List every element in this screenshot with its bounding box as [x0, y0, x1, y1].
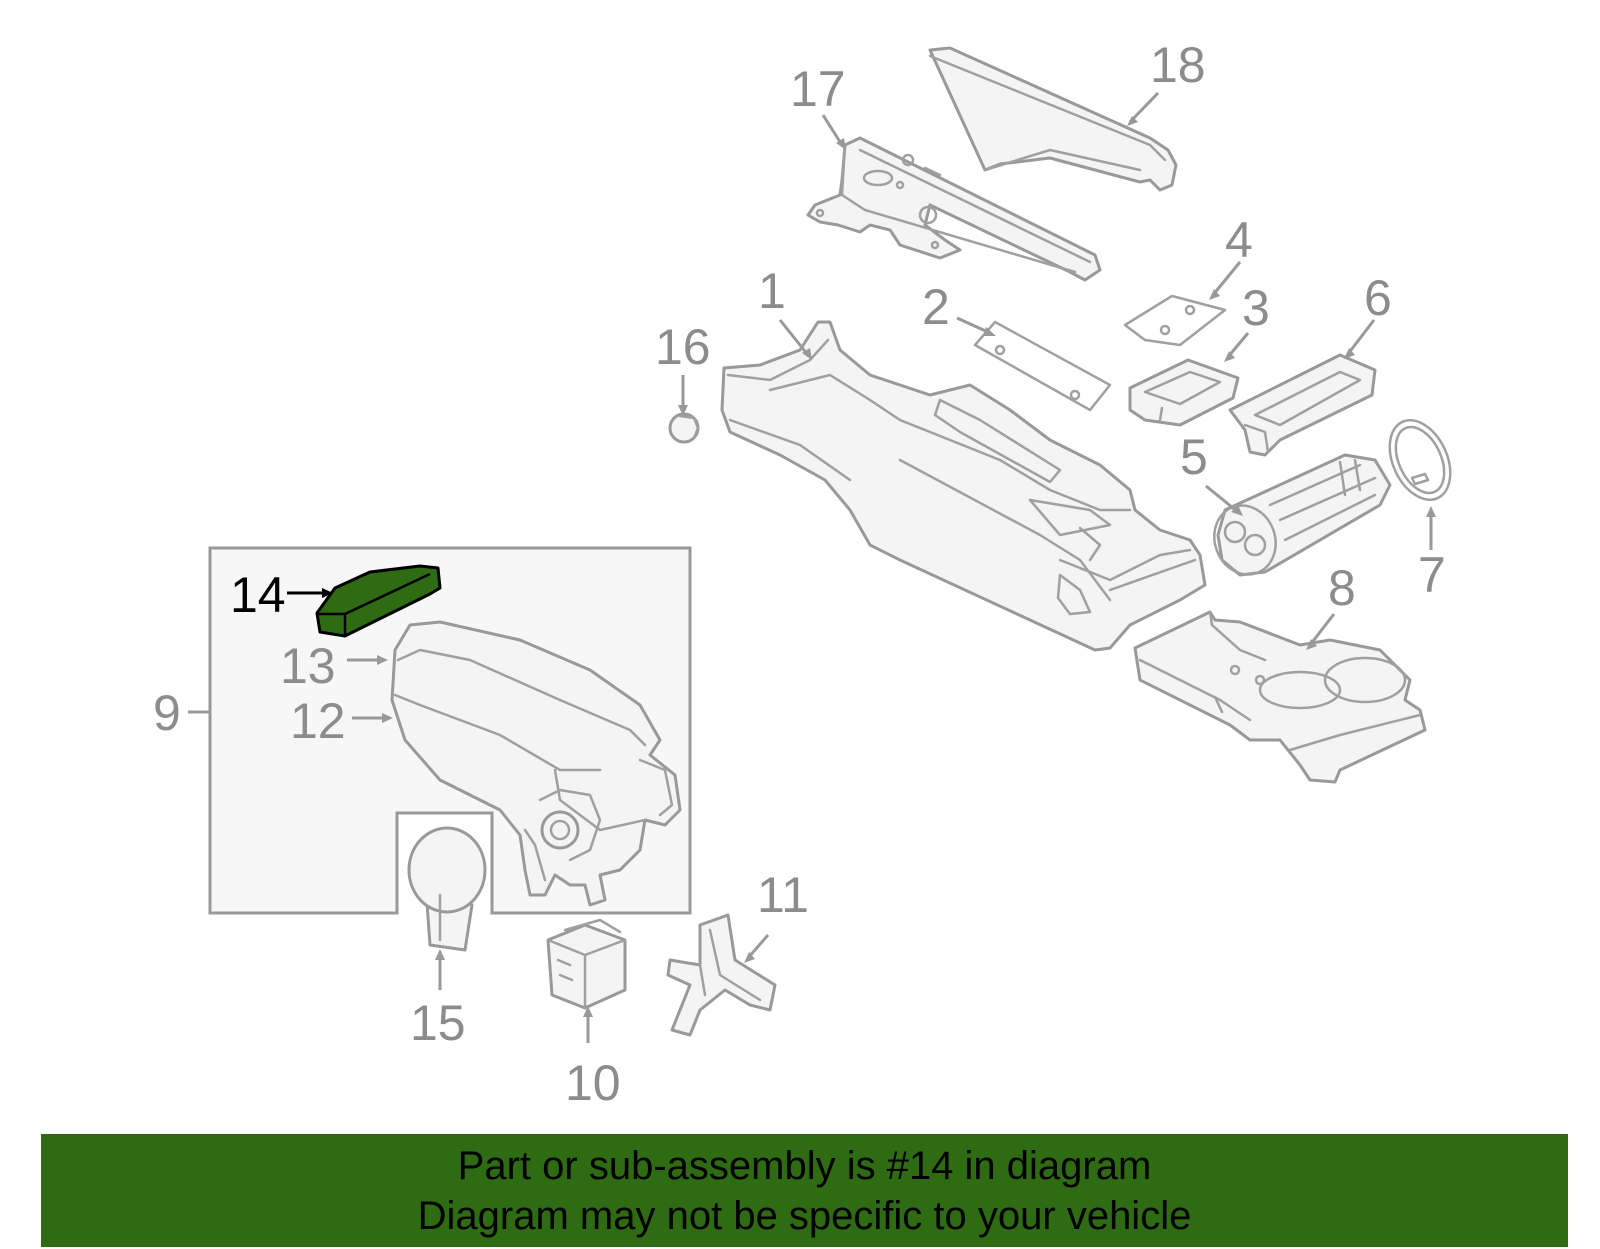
- callout-7: 7: [1418, 547, 1446, 603]
- part-6-storage-bin[interactable]: [1228, 353, 1377, 457]
- callout-labels: 18 17 4 3 6 2 1 16 5 7 8 11 10 15 13 12 …: [153, 37, 1446, 1111]
- part-7-ring[interactable]: [1378, 411, 1462, 510]
- part-14-armrest-insert[interactable]: [315, 564, 442, 638]
- part-10-holder[interactable]: [546, 918, 627, 1010]
- part-8-lower-carrier[interactable]: [1133, 610, 1427, 784]
- parts-diagram: 18 17 4 3 6 2 1 16 5 7 8 11 10 15 13 12 …: [153, 37, 1462, 1111]
- callout-8: 8: [1328, 560, 1356, 616]
- callout-16: 16: [655, 319, 711, 375]
- callout-10: 10: [565, 1055, 621, 1111]
- part-15-knob[interactable]: [407, 826, 487, 952]
- banner-line-part-number: Part or sub-assembly is #14 in diagram: [457, 1143, 1152, 1188]
- callout-9: 9: [153, 685, 181, 741]
- callout-11: 11: [757, 867, 809, 923]
- part-4-cover[interactable]: [1123, 294, 1227, 347]
- info-banner: Part or sub-assembly is #14 in diagram D…: [41, 1134, 1568, 1247]
- callout-17: 17: [790, 61, 846, 117]
- part-11-bracket[interactable]: [666, 913, 777, 1037]
- callout-12: 12: [290, 693, 346, 749]
- callout-18: 18: [1150, 37, 1206, 93]
- part-18-trim-panel[interactable]: [928, 46, 1178, 192]
- callout-14-highlighted: 14: [230, 567, 286, 623]
- callout-3: 3: [1242, 280, 1270, 336]
- callout-1: 1: [758, 263, 786, 319]
- callout-5: 5: [1180, 429, 1208, 485]
- part-5-cup-holder[interactable]: [1205, 453, 1392, 583]
- part-3-tray[interactable]: [1128, 358, 1240, 427]
- callout-15: 15: [410, 995, 466, 1051]
- part-17-shifter-bracket[interactable]: [806, 136, 1102, 282]
- leader-lines: [188, 91, 1436, 1043]
- part-12-13-armrest[interactable]: [390, 620, 682, 907]
- banner-line-disclaimer: Diagram may not be specific to your vehi…: [417, 1193, 1192, 1238]
- part-16-plug[interactable]: [668, 412, 700, 444]
- part-2-pad[interactable]: [973, 320, 1112, 412]
- callout-4: 4: [1225, 212, 1253, 268]
- callout-13: 13: [280, 638, 336, 694]
- callout-6: 6: [1364, 270, 1392, 326]
- part-1-console-body[interactable]: [720, 320, 1207, 652]
- callout-2: 2: [922, 279, 950, 335]
